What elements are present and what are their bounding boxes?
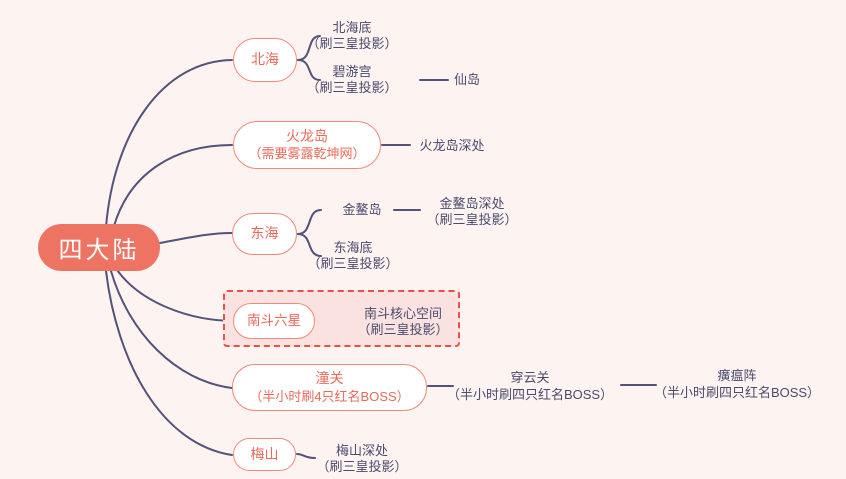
connector-donghai-donghaidi bbox=[297, 233, 322, 257]
branch-node-huolongdao[interactable]: 火龙岛 （需要雾露乾坤网） bbox=[233, 121, 381, 169]
leaf-biyougong-line2: （刷三皇投影） bbox=[306, 80, 398, 95]
leaf-jinaodao[interactable]: 金鳌岛 bbox=[342, 202, 381, 218]
leaf-huolongdao-shenchu-line1: 火龙岛深处 bbox=[419, 138, 485, 153]
branch-node-tongguan-line1: 潼关 bbox=[315, 370, 344, 387]
leaf-chuanyunguan[interactable]: 穿云关 （半小时刷四只红名BOSS） bbox=[447, 369, 613, 403]
branch-node-meishan-label: 梅山 bbox=[250, 445, 279, 462]
leaf-huolongdao-shenchu[interactable]: 火龙岛深处 bbox=[419, 138, 484, 154]
branch-node-beihai[interactable]: 北海 bbox=[233, 38, 297, 82]
leaf-donghaidi[interactable]: 东海底 （刷三皇投影） bbox=[307, 240, 398, 272]
leaf-huangwenzhen[interactable]: 癀瘟阵 （半小时刷四只红名BOSS） bbox=[654, 367, 820, 401]
connector-root-tongguan bbox=[110, 270, 233, 389]
leaf-donghaidi-line2: （刷三皇投影） bbox=[307, 256, 399, 271]
leaf-huangwenzhen-line2: （半小时刷四只红名BOSS） bbox=[653, 385, 821, 400]
leaf-beihaidi-line2: （刷三皇投影） bbox=[306, 36, 398, 51]
branch-node-huolongdao-line2: （需要雾露乾坤网） bbox=[248, 146, 366, 162]
root-node[interactable]: 四大陆 bbox=[38, 224, 160, 271]
connector-root-meishan bbox=[105, 270, 233, 456]
leaf-xiandao[interactable]: 仙岛 bbox=[454, 72, 480, 88]
root-node-label: 四大陆 bbox=[58, 237, 140, 264]
leaf-chuanyunguan-line2: （半小时刷四只红名BOSS） bbox=[446, 387, 614, 402]
branch-node-tongguan[interactable]: 潼关 （半小时刷4只红名BOSS） bbox=[232, 364, 427, 411]
connector-beihai-beihaidi bbox=[297, 35, 321, 61]
connector-donghai-jinaodao bbox=[297, 209, 322, 235]
leaf-nandou-core[interactable]: 南斗核心空间 （刷三皇投影） bbox=[357, 306, 448, 338]
branch-node-donghai[interactable]: 东海 bbox=[232, 213, 297, 255]
connector-root-huolongdao bbox=[113, 144, 233, 227]
leaf-beihaidi-line1: 北海底 bbox=[332, 20, 372, 35]
branch-node-nandouliuxing-label: 南斗六星 bbox=[247, 312, 301, 328]
branch-node-tongguan-line2: （半小时刷4只红名BOSS） bbox=[249, 388, 410, 404]
connector-beihai-biyougong bbox=[297, 59, 321, 81]
connector-root-beihai bbox=[105, 59, 233, 228]
branch-node-donghai-label: 东海 bbox=[250, 225, 279, 242]
connector-root-nandou bbox=[116, 269, 236, 322]
connector-root-donghai bbox=[159, 232, 233, 244]
leaf-xiandao-label: 仙岛 bbox=[453, 72, 481, 87]
leaf-meishan-shenchu-line1: 梅山深处 bbox=[335, 443, 389, 458]
branch-node-huolongdao-line1: 火龙岛 bbox=[286, 127, 328, 144]
leaf-beihaidi[interactable]: 北海底 （刷三皇投影） bbox=[306, 20, 397, 52]
leaf-meishan-shenchu[interactable]: 梅山深处 （刷三皇投影） bbox=[316, 443, 407, 475]
leaf-jinaodao-shenchu-line2: （刷三皇投影） bbox=[426, 212, 518, 227]
connector-meishan-shenchu bbox=[296, 453, 316, 459]
leaf-biyougong-line1: 碧游宫 bbox=[332, 64, 372, 79]
leaf-chuanyunguan-line1: 穿云关 bbox=[510, 370, 550, 385]
leaf-meishan-shenchu-line2: （刷三皇投影） bbox=[316, 459, 408, 474]
branch-node-nandouliuxing[interactable]: 南斗六星 bbox=[233, 303, 315, 339]
leaf-jinaodao-line1: 金鳌岛 bbox=[342, 202, 382, 217]
leaf-nandou-core-line2: （刷三皇投影） bbox=[357, 322, 449, 337]
leaf-nandou-core-line1: 南斗核心空间 bbox=[363, 306, 443, 321]
branch-node-beihai-label: 北海 bbox=[251, 51, 279, 68]
leaf-donghaidi-line1: 东海底 bbox=[333, 240, 373, 255]
leaf-huangwenzhen-line1: 癀瘟阵 bbox=[717, 368, 757, 383]
leaf-jinaodao-shenchu-line1: 金鳌岛深处 bbox=[439, 196, 505, 211]
leaf-biyougong[interactable]: 碧游宫 （刷三皇投影） bbox=[306, 64, 397, 96]
branch-node-meishan[interactable]: 梅山 bbox=[233, 438, 296, 471]
leaf-jinaodao-shenchu[interactable]: 金鳌岛深处 （刷三皇投影） bbox=[426, 196, 517, 228]
